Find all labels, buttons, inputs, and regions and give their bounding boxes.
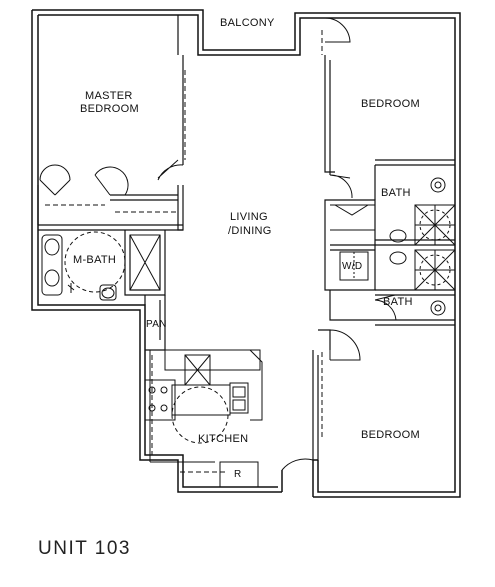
doors	[39, 17, 397, 492]
kitchen-fixtures	[144, 349, 263, 488]
bath-upper-label: BATH	[381, 187, 411, 199]
living-label-line2: /DINING	[228, 225, 272, 237]
bedroom-top-label: BEDROOM	[361, 98, 420, 110]
living-label-line1: LIVING	[230, 211, 268, 223]
balcony-label: BALCONY	[220, 17, 275, 29]
bath-lower-label: BATH	[383, 296, 413, 308]
master-bath-label: M-BATH	[73, 254, 117, 266]
kitchen-label: KITCHEN	[198, 433, 249, 445]
bath-fixtures	[330, 177, 456, 316]
master-bedroom-label-line2: BEDROOM	[80, 103, 139, 115]
master-bath-fixtures	[41, 231, 161, 301]
washer-dryer-label: W/D	[342, 261, 363, 272]
unit-title: UNIT 103	[38, 538, 131, 559]
master-bedroom-label-line1: MASTER	[85, 90, 133, 102]
pantry-label: PAN	[146, 319, 167, 330]
bedroom-bottom-label: BEDROOM	[361, 429, 420, 441]
refrigerator-label: R	[234, 469, 242, 480]
